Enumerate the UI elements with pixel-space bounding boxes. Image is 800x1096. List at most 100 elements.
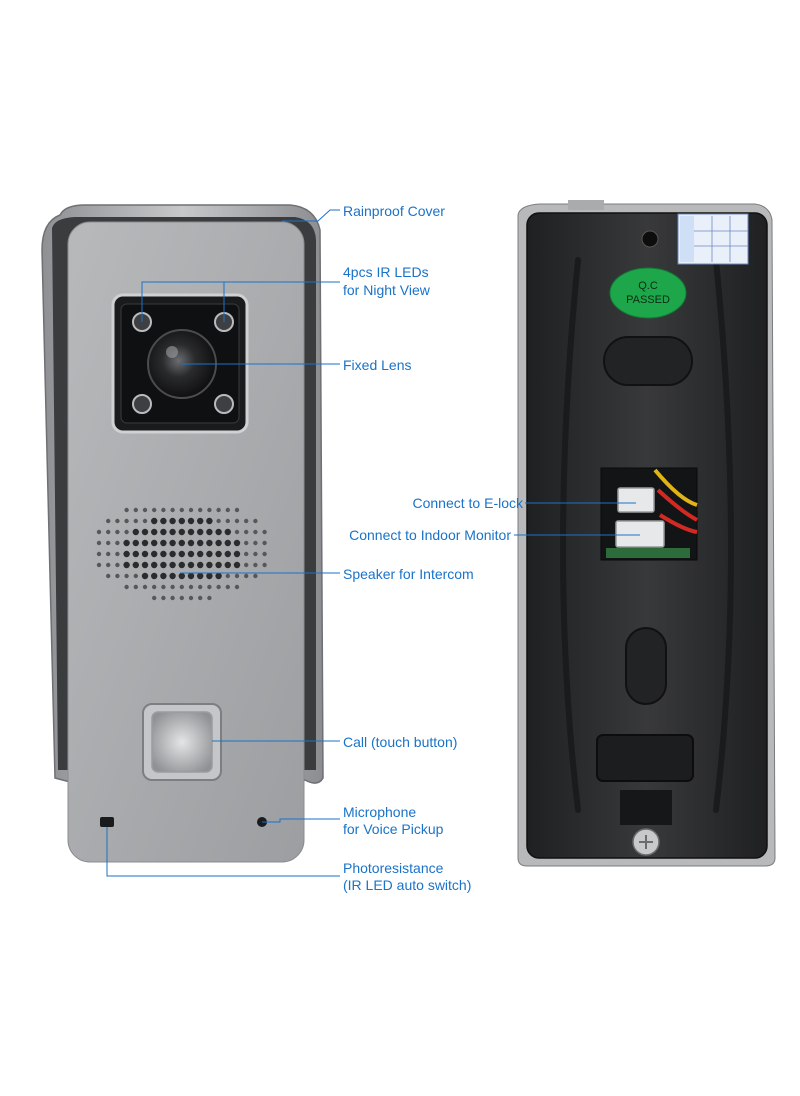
cable-slot-bottom xyxy=(625,627,667,705)
speaker-hole xyxy=(187,550,195,558)
speaker-hole xyxy=(124,573,129,579)
speaker-hole xyxy=(215,572,222,580)
rainproof-cover-label: Rainproof Cover xyxy=(343,203,445,219)
ir-led-icon xyxy=(214,394,234,414)
speaker-hole xyxy=(106,551,111,557)
passed-label: PASSED xyxy=(626,294,670,306)
speaker-hole xyxy=(262,562,267,568)
speaker-hole xyxy=(233,539,241,547)
photoresistance-label-line2: (IR LED auto switch) xyxy=(343,877,472,893)
front-doorbell-unit xyxy=(41,204,324,863)
speaker-hole xyxy=(160,550,167,558)
speaker-hole xyxy=(224,528,231,536)
speaker-hole xyxy=(207,584,212,590)
speaker-hole xyxy=(187,528,195,536)
cable-slot-top xyxy=(603,336,693,386)
speaker-hole xyxy=(133,573,138,579)
speaker-hole xyxy=(234,529,240,535)
speaker-hole xyxy=(169,517,176,525)
speaker-hole xyxy=(106,529,111,535)
speaker-hole xyxy=(115,529,120,535)
speaker-hole xyxy=(253,573,258,579)
speaker-grille xyxy=(96,507,267,601)
speaker-hole xyxy=(206,572,213,580)
speaker-hole xyxy=(179,595,184,601)
speaker-hole xyxy=(142,518,148,524)
speaker-hole xyxy=(132,561,139,569)
speaker-hole xyxy=(215,528,222,536)
speaker-hole xyxy=(215,550,222,558)
mounting-hole-top xyxy=(641,230,659,248)
speaker-hole xyxy=(169,539,176,547)
speaker-hole xyxy=(262,529,267,535)
speaker-hole xyxy=(244,540,249,546)
photoresistance-label-line1: Photoresistance xyxy=(343,860,444,876)
speaker-hole xyxy=(132,528,139,536)
ir-leds-label-line2: for Night View xyxy=(343,282,430,298)
speaker-hole xyxy=(188,507,194,513)
speaker-hole xyxy=(178,528,185,536)
call-button xyxy=(151,711,213,773)
speaker-hole xyxy=(106,573,111,579)
callout-lines xyxy=(106,209,640,877)
speaker-hole xyxy=(234,584,240,590)
microphone-label-line1: Microphone xyxy=(343,804,417,820)
speaker-hole xyxy=(161,507,166,513)
speaker-hole xyxy=(234,518,240,524)
speaker-hole xyxy=(188,584,194,590)
speaker-hole xyxy=(224,561,231,569)
speaker-hole xyxy=(225,573,230,579)
speaker-hole xyxy=(160,572,167,580)
speaker-hole xyxy=(115,573,120,579)
speaker-hole xyxy=(233,550,241,558)
speaker-hole xyxy=(187,561,195,569)
speaker-hole xyxy=(244,562,249,568)
e-lock-connector xyxy=(617,487,655,513)
speaker-hole xyxy=(141,539,149,547)
fixed-lens-label: Fixed Lens xyxy=(343,357,412,373)
speaker-hole xyxy=(244,573,249,579)
speaker-hole xyxy=(161,595,166,601)
speaker-label: Speaker for Intercom xyxy=(343,566,474,582)
speaker-hole xyxy=(244,518,249,524)
speaker-hole xyxy=(96,529,102,535)
speaker-hole xyxy=(216,584,221,590)
speaker-hole xyxy=(206,539,213,547)
speaker-hole xyxy=(216,507,221,513)
speaker-hole xyxy=(124,518,129,524)
microphone-label-line2: for Voice Pickup xyxy=(343,821,444,837)
speaker-hole xyxy=(197,572,204,580)
speaker-hole xyxy=(169,561,176,569)
speaker-hole xyxy=(197,528,204,536)
speaker-hole xyxy=(198,595,203,601)
speaker-hole xyxy=(169,572,176,580)
qc-label: Q.C xyxy=(638,280,658,292)
speaker-hole xyxy=(253,518,258,524)
speaker-hole xyxy=(142,507,148,513)
indoor-monitor-connector xyxy=(615,520,665,548)
speaker-hole xyxy=(96,551,102,557)
speaker-hole xyxy=(152,584,157,590)
speaker-hole xyxy=(178,550,185,558)
speaker-hole xyxy=(207,595,212,601)
speaker-hole xyxy=(123,550,130,558)
speaker-hole xyxy=(151,539,158,547)
speaker-hole xyxy=(115,562,120,568)
speaker-hole xyxy=(115,518,120,524)
speaker-hole xyxy=(234,507,240,513)
speaker-hole xyxy=(133,507,138,513)
speaker-hole xyxy=(124,529,129,535)
speaker-hole xyxy=(151,528,158,536)
speaker-hole xyxy=(141,572,149,580)
speaker-hole xyxy=(215,561,222,569)
speaker-hole xyxy=(170,595,175,601)
speaker-hole xyxy=(178,539,185,547)
speaker-hole xyxy=(169,550,176,558)
speaker-hole xyxy=(124,584,129,590)
speaker-hole xyxy=(178,572,185,580)
speaker-hole xyxy=(188,595,194,601)
speaker-hole xyxy=(152,595,157,601)
speaker-hole xyxy=(225,518,230,524)
speaker-hole xyxy=(160,517,167,525)
